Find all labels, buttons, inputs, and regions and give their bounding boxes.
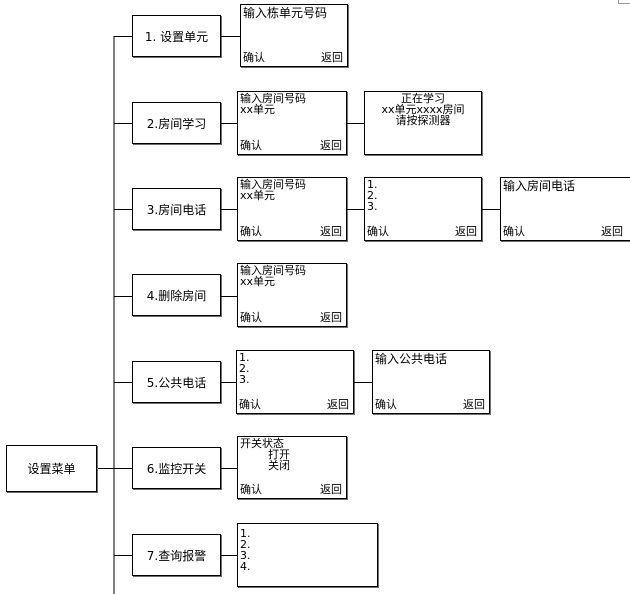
- screen-connector: [221, 296, 237, 297]
- screen-line: 1.: [240, 527, 251, 540]
- screen-line: xx单元xxxx房间: [381, 103, 465, 116]
- screen-input-room: 输入房间号码 xx单元 确认 返回: [237, 91, 347, 155]
- branch-connector: [114, 382, 132, 383]
- confirm-label: 确认: [240, 311, 262, 324]
- menu-item-room-phone: 3.房间电话: [132, 188, 221, 230]
- back-label: 返回: [320, 483, 342, 496]
- back-label: 返回: [455, 225, 477, 238]
- screen-input-public-phone: 输入公共电话 确认 返回: [372, 350, 490, 414]
- screen-line: 正在学习: [401, 92, 445, 105]
- screen-line: 开关状态: [240, 437, 284, 450]
- menu-item-label: 4.删除房间: [146, 288, 207, 303]
- root-connector: [96, 468, 114, 469]
- branch-connector: [114, 296, 132, 297]
- screen-alarm-list: 1. 2. 3. 4.: [237, 523, 378, 587]
- screen-line: xx单元: [240, 275, 276, 288]
- screen-line: 2.: [367, 189, 378, 202]
- confirm-label: 确认: [240, 483, 262, 496]
- confirm-label: 确认: [503, 225, 525, 238]
- branch-connector: [114, 555, 132, 556]
- menu-item-label: 3.房间电话: [146, 202, 207, 217]
- branch-connector: [114, 123, 132, 124]
- screen-line: 输入房间号码: [240, 92, 306, 105]
- confirm-label: 确认: [240, 225, 262, 238]
- screen-line: 输入公共电话: [375, 352, 448, 366]
- screen-line: 4.: [240, 560, 251, 573]
- screen-connector: [347, 209, 364, 210]
- screen-line: 输入房间号码: [240, 264, 306, 277]
- screen-connector: [221, 209, 237, 210]
- menu-item-label: 6.监控开关: [146, 461, 207, 476]
- branch-connector: [114, 209, 132, 210]
- corner-mark: [618, 0, 630, 4]
- screen-line: 输入房间号码: [240, 178, 306, 191]
- confirm-label: 确认: [240, 139, 262, 152]
- confirm-label: 确认: [243, 51, 265, 64]
- back-label: 返回: [320, 139, 342, 152]
- menu-item-label: 7.查询报警: [146, 548, 207, 563]
- back-label: 返回: [327, 398, 349, 411]
- screen-option-off: 关闭: [268, 459, 290, 472]
- menu-item-label: 1. 设置单元: [144, 29, 209, 44]
- screen-line: 输入栋单元号码: [243, 6, 328, 20]
- screen-phone-list: 1. 2. 3. 确认 返回: [364, 177, 482, 241]
- back-label: 返回: [601, 225, 623, 238]
- screen-option-on: 打开: [268, 448, 290, 461]
- screen-input-room-phone: 输入房间电话 确认 返回: [500, 177, 630, 241]
- screen-line: 1.: [367, 178, 378, 191]
- back-label: 返回: [320, 225, 342, 238]
- menu-item-room-learn: 2.房间学习: [132, 102, 221, 144]
- trunk-line: [113, 36, 115, 594]
- screen-connector: [221, 382, 237, 383]
- screen-input-room: 输入房间号码 xx单元 确认 返回: [237, 263, 347, 327]
- screen-connector: [354, 382, 372, 383]
- screen-line: 请按探测器: [395, 114, 451, 127]
- screen-line: 2.: [240, 538, 251, 551]
- screen-connector: [221, 468, 237, 469]
- screen-connector: [482, 209, 500, 210]
- confirm-label: 确认: [375, 398, 397, 411]
- screen-connector: [221, 123, 237, 124]
- menu-item-set-unit: 1. 设置单元: [132, 15, 221, 57]
- screen-line: 输入房间电话: [503, 179, 576, 193]
- back-label: 返回: [320, 311, 342, 324]
- menu-item-monitor-switch: 6.监控开关: [132, 447, 221, 489]
- root-label: 设置菜单: [27, 462, 76, 476]
- menu-item-label: 5.公共电话: [146, 375, 207, 390]
- screen-line: 3.: [367, 200, 378, 213]
- branch-connector: [114, 468, 132, 469]
- screen-input-unit: 输入栋单元号码 确认 返回: [240, 4, 348, 67]
- menu-item-public-phone: 5.公共电话: [132, 361, 221, 403]
- screen-learning: 正在学习 xx单元xxxx房间 请按探测器: [364, 91, 482, 155]
- screen-connector: [221, 36, 240, 37]
- menu-item-query-alarm: 7.查询报警: [132, 534, 221, 576]
- menu-item-delete-room: 4.删除房间: [132, 274, 221, 316]
- menu-item-label: 2.房间学习: [146, 116, 207, 131]
- confirm-label: 确认: [239, 398, 261, 411]
- screen-connector: [221, 555, 237, 556]
- screen-line: 3.: [240, 549, 251, 562]
- back-label: 返回: [463, 398, 485, 411]
- screen-line: xx单元: [240, 189, 276, 202]
- confirm-label: 确认: [367, 225, 389, 238]
- branch-connector: [114, 36, 132, 37]
- root-node: 设置菜单: [6, 445, 97, 492]
- screen-line: 3.: [239, 373, 250, 386]
- screen-switch-state: 开关状态 打开 关闭 确认 返回: [237, 436, 347, 499]
- screen-connector: [347, 123, 364, 124]
- screen-line: 2.: [239, 362, 250, 375]
- screen-line: 1.: [239, 351, 250, 364]
- back-label: 返回: [321, 51, 343, 64]
- screen-input-room: 输入房间号码 xx单元 确认 返回: [237, 177, 347, 241]
- screen-line: xx单元: [240, 103, 276, 116]
- screen-public-phone-list: 1. 2. 3. 确认 返回: [236, 350, 354, 414]
